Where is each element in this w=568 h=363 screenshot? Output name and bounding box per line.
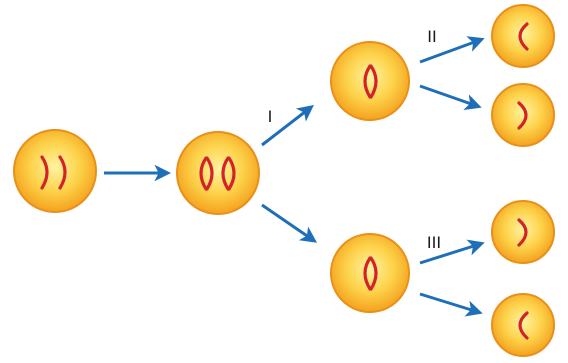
arrow-division-3-bottom [419, 292, 483, 317]
upper-daughter-cell [330, 41, 410, 121]
stage-label-division-2: II [427, 27, 436, 46]
arrow-division-2-top [419, 36, 485, 64]
arrow-division-3-top [419, 239, 485, 265]
gamete-4 [491, 293, 555, 357]
chromatid [363, 256, 372, 291]
gamete-3 [491, 200, 555, 264]
gamete-1 [491, 4, 555, 68]
chromosome [518, 22, 529, 51]
chromatid [363, 64, 372, 99]
arrow-division-1-lower [261, 203, 318, 243]
chromosome [58, 155, 67, 190]
chromatid [227, 156, 236, 191]
chromatid [369, 256, 378, 291]
chromosome [40, 155, 49, 190]
chromosome [517, 101, 528, 130]
chromosome [518, 311, 529, 340]
arrow-division-2-bottom [419, 84, 482, 110]
chromatid [205, 156, 214, 191]
chromatid [221, 156, 230, 191]
arrow-division-1-upper [261, 104, 314, 147]
stage-label-division-3: III [427, 233, 441, 252]
parent-cell [13, 129, 97, 213]
chromosome [517, 218, 528, 247]
replicated-cell [176, 131, 260, 215]
chromatid [199, 156, 208, 191]
stage-label-division-1: I [268, 107, 273, 126]
gamete-2 [491, 83, 555, 147]
lower-daughter-cell [330, 233, 410, 313]
chromatid [369, 64, 378, 99]
arrows [104, 36, 485, 317]
